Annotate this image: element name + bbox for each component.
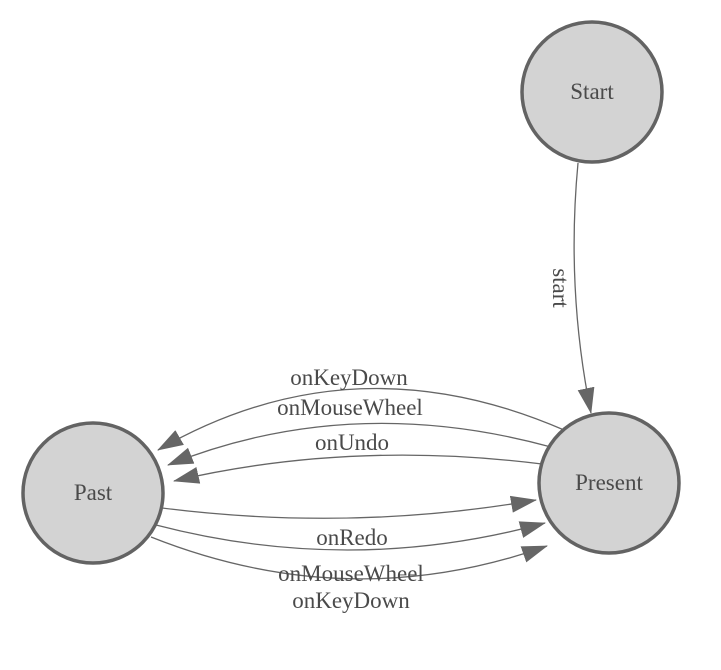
- edge-past-to-present-onredo: [161, 495, 537, 519]
- edge-label-onkeydown-top: onKeyDown: [290, 365, 408, 390]
- edge-group: [150, 162, 595, 580]
- edge-label-onredo: onRedo: [316, 525, 388, 550]
- edge-label-onkeydown-bottom: onKeyDown: [292, 588, 410, 613]
- edge-present-to-past-onmousewheel: [167, 422, 552, 466]
- start-node-circle[interactable]: [520, 20, 664, 164]
- edge-start-to-present: [573, 162, 595, 414]
- edge-label-group: start onKeyDown onMouseWheel onUndo onRe…: [277, 268, 573, 613]
- start-node-label: Start: [570, 79, 614, 104]
- state-node-present[interactable]: Present: [537, 411, 681, 555]
- past-node-circle[interactable]: [21, 421, 165, 565]
- state-node-start[interactable]: Start: [520, 20, 664, 164]
- edge-label-onundo: onUndo: [315, 430, 389, 455]
- state-node-past[interactable]: Past: [21, 421, 165, 565]
- edge-past-to-present-onkeydown: [150, 536, 548, 580]
- past-node-label: Past: [74, 480, 113, 505]
- edge-present-to-past-onkeydown: [157, 387, 565, 451]
- edge-past-to-present-onmousewheel: [155, 521, 546, 551]
- edge-present-to-past-onundo: [173, 454, 543, 484]
- edge-label-onmousewheel-top: onMouseWheel: [277, 395, 423, 420]
- present-node-circle[interactable]: [537, 411, 681, 555]
- edge-label-onmousewheel-bottom: onMouseWheel: [278, 561, 424, 586]
- edge-label-start: start: [548, 268, 573, 308]
- present-node-label: Present: [575, 470, 643, 495]
